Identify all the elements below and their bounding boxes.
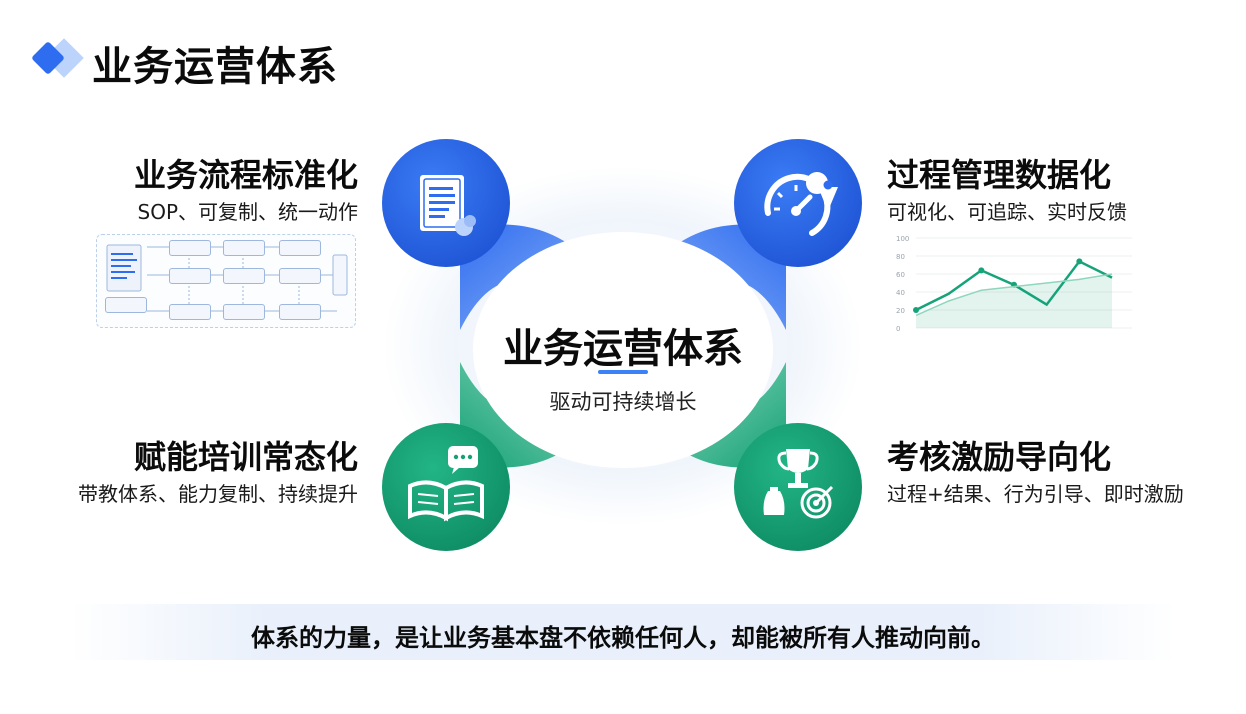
document-icon <box>420 175 476 236</box>
bottom-right-subtitle: 过程+结果、行为引导、即时激励 <box>887 482 1184 506</box>
top-right-title: 过程管理数据化 <box>887 156 1112 194</box>
chart-y-ticks: 100 80 60 40 20 0 <box>896 235 909 333</box>
flow-node <box>279 240 321 256</box>
series-point <box>913 307 919 313</box>
flow-node <box>105 297 147 313</box>
center-subtitle: 驱动可持续增长 <box>549 390 697 414</box>
y-tick-label: 20 <box>896 307 905 315</box>
footer-band <box>70 604 1176 660</box>
page-title: 业务运营体系 <box>92 44 338 90</box>
gauge-location-icon <box>764 172 838 236</box>
flow-node <box>169 268 211 284</box>
flow-node <box>223 304 265 320</box>
circle-top-right <box>734 139 862 267</box>
y-tick-label: 0 <box>896 325 900 333</box>
center-title: 业务运营体系 <box>503 326 743 372</box>
y-tick-label: 40 <box>896 289 905 297</box>
series-point <box>1076 258 1083 265</box>
series-line <box>915 273 1113 317</box>
y-tick-label: 80 <box>896 253 905 261</box>
bottom-left-title: 赋能培训常态化 <box>133 438 358 476</box>
bottom-left-subtitle: 带教体系、能力复制、持续提升 <box>78 482 358 506</box>
diamond-logo-icon <box>32 38 84 78</box>
center-disc <box>473 232 773 468</box>
flow-node <box>223 240 265 256</box>
trophy-target-icon <box>763 449 834 519</box>
mini-line-chart: 100 80 60 40 20 0 <box>896 235 1132 333</box>
y-tick-label: 100 <box>896 235 909 243</box>
y-tick-label: 60 <box>896 271 905 279</box>
top-left-subtitle: SOP、可复制、统一动作 <box>137 200 359 224</box>
sop-flowchart-thumbnail <box>96 234 356 328</box>
chart-lines <box>913 258 1113 317</box>
bottom-right-title: 考核激励导向化 <box>887 438 1112 476</box>
flow-node <box>223 268 265 284</box>
flow-node <box>279 304 321 320</box>
flow-node <box>169 240 211 256</box>
book-chat-icon <box>408 446 484 522</box>
top-right-subtitle: 可视化、可追踪、实时反馈 <box>887 200 1127 224</box>
top-left-title: 业务流程标准化 <box>133 156 358 194</box>
flow-node <box>279 268 321 284</box>
chart-area <box>916 274 1112 328</box>
flow-node <box>169 304 211 320</box>
footer-slogan: 体系的力量，是让业务基本盘不依赖任何人，却能被所有人推动向前。 <box>251 624 995 652</box>
flowchart-connectors <box>106 244 348 312</box>
series-point <box>978 267 985 274</box>
center-accent-bar <box>598 370 648 374</box>
